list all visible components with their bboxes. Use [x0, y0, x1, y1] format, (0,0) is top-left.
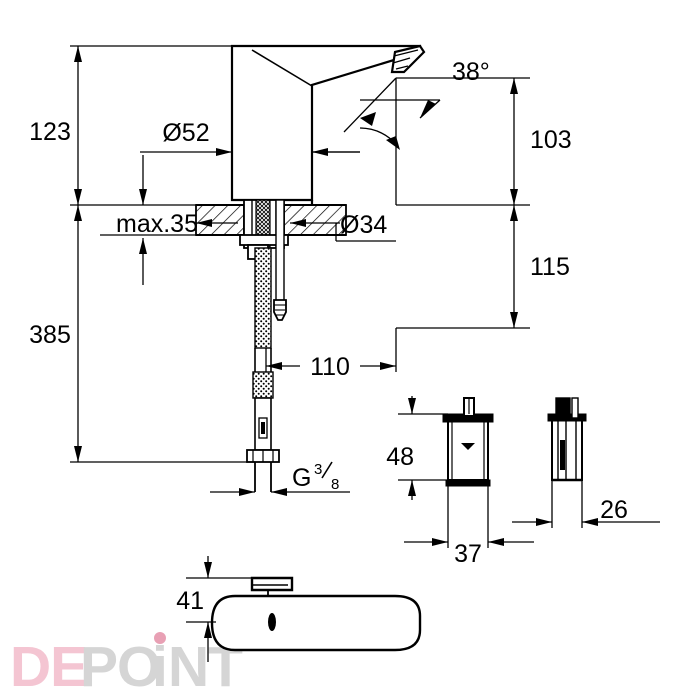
control-box-logo-icon — [461, 443, 475, 450]
hose-sleeve-mark — [261, 422, 265, 434]
arrow-115-up — [510, 205, 518, 221]
hose-lower-braid — [252, 371, 274, 399]
watermark-text-po: PO — [80, 635, 160, 699]
arrow-d52-right — [216, 148, 232, 156]
arrow-max35-inner-right — [290, 219, 306, 227]
dimension-max35: max.35 — [100, 155, 340, 285]
dimension-label-103: 103 — [530, 126, 572, 154]
control-box-side-view — [547, 397, 587, 482]
dimension-label-26: 26 — [600, 496, 628, 524]
arrow-38-upper — [420, 100, 436, 118]
counter-hatch-right — [283, 204, 347, 236]
dimension-diameter-52: Ø52 — [140, 119, 360, 156]
arrow-385-up — [74, 205, 82, 221]
dimension-37: 37 — [404, 480, 534, 568]
watermark-i-dot-icon — [154, 632, 166, 644]
top-view-sensor-icon — [268, 613, 276, 631]
flexible-hose — [246, 247, 280, 492]
top-view-spout-tab — [250, 576, 294, 592]
arrow-g38-right — [239, 488, 255, 496]
arrow-26-right — [536, 518, 552, 526]
dimension-label-38-deg: 38° — [452, 58, 490, 86]
faucet-top-bevel-line — [251, 49, 313, 87]
arrow-115-down — [510, 312, 518, 328]
dimension-103: 103 — [396, 77, 572, 206]
dimension-angle-38: 38° — [343, 58, 490, 133]
dimension-385: 385 — [29, 205, 255, 463]
dimension-label-41: 41 — [176, 587, 204, 615]
watermark-text-de: DE — [10, 635, 87, 699]
control-rod — [275, 199, 285, 311]
arrow-26-left — [582, 518, 598, 526]
dimension-label-37: 37 — [454, 540, 482, 568]
dimension-110: 110 — [265, 328, 397, 381]
arrow-41-up — [204, 622, 212, 638]
dimension-label-123: 123 — [29, 118, 71, 146]
arrow-37-right — [432, 538, 448, 546]
arrow-max35-up — [139, 238, 147, 254]
dimension-label-d34: Ø34 — [340, 211, 387, 239]
angle-leader-arm-1 — [343, 77, 397, 133]
spout-nose-line-3 — [395, 65, 409, 70]
arrow-123-up — [74, 46, 82, 62]
curved-leader-arrow — [386, 136, 400, 150]
dimension-label-385: 385 — [29, 321, 71, 349]
dimension-48: 48 — [386, 396, 448, 500]
dimension-label-48: 48 — [386, 443, 414, 471]
arrow-103-down — [510, 189, 518, 205]
arrow-123-down — [74, 189, 82, 205]
dimension-label-d52: Ø52 — [162, 119, 209, 147]
dimension-label-115: 115 — [530, 253, 570, 281]
arrow-max35-down — [139, 189, 147, 205]
faucet-side-view — [230, 44, 426, 205]
arrow-48-down — [408, 398, 416, 414]
arrow-41-down — [204, 562, 212, 578]
dimension-label-max35: max.35 — [116, 210, 198, 238]
control-box-side-stem — [555, 397, 571, 416]
dimension-diameter-34: Ø34 — [335, 211, 396, 242]
dimension-26: 26 — [512, 480, 660, 528]
dimension-label-g38-letter: G — [292, 464, 311, 492]
watermark-text-i: i — [152, 635, 167, 699]
fraction-slash — [321, 461, 333, 479]
arrow-g38-left — [271, 488, 287, 496]
dimension-label-g38-denominator: 8 — [331, 476, 339, 493]
spout-centerline — [312, 78, 400, 205]
arrow-110-right — [380, 362, 396, 370]
arrow-max35-inner-left — [196, 219, 212, 227]
dimension-123: 123 — [29, 45, 420, 206]
control-box-side-body — [551, 417, 583, 481]
dimension-115: 115 — [396, 205, 570, 329]
control-box-front-view — [442, 397, 494, 487]
faucet-top-view — [210, 576, 422, 652]
control-box-front-base — [445, 479, 491, 487]
arrow-37-left — [488, 538, 504, 546]
spout-nose-line-2 — [392, 57, 411, 64]
arrow-48-up — [408, 480, 416, 496]
arrow-38-lower — [360, 112, 376, 126]
control-box-side-slot — [560, 440, 565, 470]
hose-upper-braid — [254, 247, 272, 349]
arrow-110-left — [266, 362, 282, 370]
arrow-103-up — [510, 78, 518, 94]
watermark-depoint: DE PO i NT — [10, 632, 244, 699]
top-view-body-outline — [210, 594, 422, 652]
dimension-41: 41 — [176, 556, 252, 662]
control-box-side-clip — [571, 397, 579, 419]
counter-hatch-left — [195, 204, 245, 236]
dimension-label-g38-numerator: 3 — [314, 461, 322, 478]
dimension-label-110: 110 — [310, 353, 350, 381]
spout-nose-line-1 — [393, 49, 419, 57]
dimension-thread-g38: G 3 8 — [210, 461, 350, 496]
arrow-385-down — [74, 446, 82, 462]
